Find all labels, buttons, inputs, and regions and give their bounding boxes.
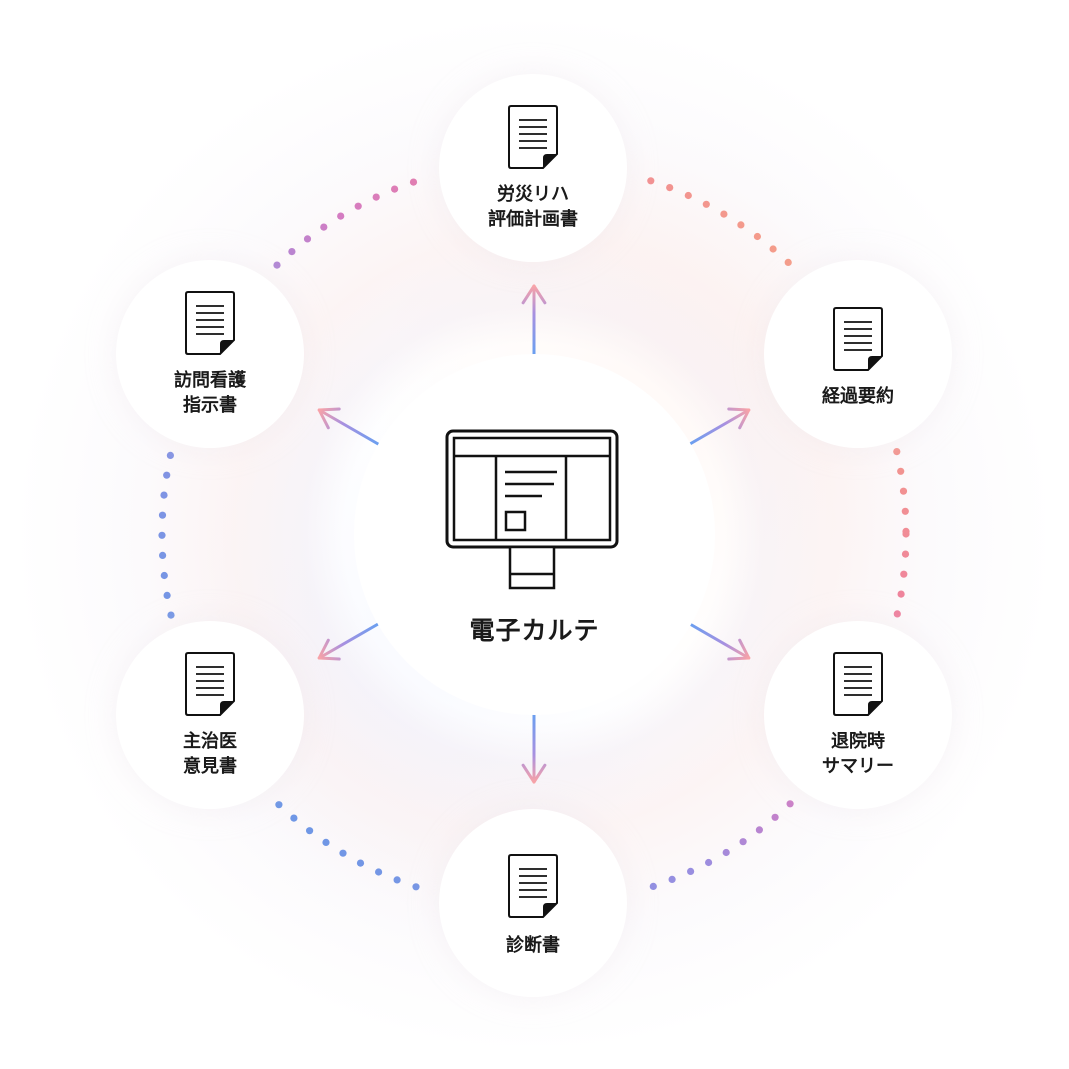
node-label-line: 評価計画書 bbox=[488, 209, 578, 230]
ring-dot bbox=[167, 611, 175, 619]
ring-dot bbox=[163, 591, 171, 600]
node-houmon: 訪問看護 指示書 bbox=[116, 260, 304, 448]
ring-dot bbox=[900, 570, 908, 578]
node-shujii: 主治医 意見書 bbox=[116, 621, 304, 809]
node-keika: 経過要約 bbox=[764, 260, 952, 448]
node-label-line: 退院時 bbox=[831, 731, 885, 752]
ring-dot bbox=[769, 245, 777, 253]
dotted-ring bbox=[158, 177, 910, 891]
ring-dot bbox=[901, 550, 910, 558]
ring-dot bbox=[786, 800, 794, 808]
ring-dot bbox=[303, 235, 312, 243]
ring-dot bbox=[158, 511, 167, 519]
ring-dot bbox=[647, 177, 655, 185]
node-label-houmon: 訪問看護 指示書 bbox=[116, 368, 304, 418]
node-label-line: 主治医 bbox=[183, 731, 237, 752]
document-icon bbox=[185, 652, 235, 716]
node-label-keika: 経過要約 bbox=[764, 384, 952, 409]
ring-dot bbox=[687, 867, 695, 876]
ring-dot bbox=[753, 232, 762, 241]
ring-dot bbox=[166, 451, 174, 459]
ring-dot bbox=[372, 193, 380, 201]
ring-dot bbox=[901, 507, 909, 515]
ring-dot bbox=[290, 814, 298, 822]
ring-dot bbox=[158, 531, 166, 539]
ring-dot bbox=[412, 883, 420, 891]
ring-dot bbox=[320, 223, 328, 231]
document-icon bbox=[833, 307, 883, 371]
ring-dot bbox=[897, 467, 905, 475]
node-label-shindan: 診断書 bbox=[439, 933, 627, 958]
ring-dot bbox=[322, 838, 330, 847]
ring-dot bbox=[893, 448, 901, 456]
ring-dot bbox=[897, 590, 905, 598]
arrow bbox=[688, 622, 751, 661]
ring-dot bbox=[668, 875, 676, 884]
node-label-line: 労災リハ bbox=[497, 184, 569, 205]
document-icon bbox=[508, 854, 558, 918]
ring-dot bbox=[337, 212, 345, 220]
ring-dot bbox=[705, 858, 713, 867]
ring-dot bbox=[159, 551, 167, 560]
arrow-group bbox=[317, 284, 751, 784]
ring-dot bbox=[755, 826, 764, 834]
monitor-icon bbox=[445, 429, 619, 590]
ring-dot bbox=[899, 487, 908, 495]
ring-dot bbox=[288, 248, 296, 256]
node-label-taiin: 退院時 サマリー bbox=[764, 729, 952, 779]
center-label: 電子カルテ bbox=[469, 616, 600, 645]
ring-dot bbox=[306, 827, 314, 835]
node-label-line: サマリー bbox=[822, 756, 894, 777]
ring-dot bbox=[160, 491, 168, 499]
node-rosai: 労災リハ 評価計画書 bbox=[439, 74, 627, 262]
ring-dot bbox=[784, 258, 792, 266]
node-label-line: 訪問看護 bbox=[174, 370, 246, 391]
node-label-rosai: 労災リハ 評価計画書 bbox=[439, 182, 627, 232]
ring-dot bbox=[771, 813, 779, 821]
document-icon bbox=[833, 652, 883, 716]
ring-dot bbox=[684, 191, 692, 200]
ring-dot bbox=[375, 868, 383, 876]
document-icon bbox=[185, 291, 235, 355]
ring-dot bbox=[356, 859, 365, 867]
ring-dot bbox=[893, 610, 901, 618]
ring-dot bbox=[737, 221, 745, 229]
ring-dot bbox=[722, 848, 730, 857]
ring-dot bbox=[273, 261, 281, 269]
center-hub: 電子カルテ bbox=[354, 354, 715, 715]
ring-dot bbox=[391, 185, 399, 193]
ring-dot bbox=[160, 571, 168, 580]
ring-dot bbox=[702, 200, 710, 208]
ring-dot bbox=[393, 876, 401, 884]
ring-dot bbox=[902, 527, 910, 536]
node-label-line: 意見書 bbox=[183, 756, 237, 777]
node-label-line: 経過要約 bbox=[822, 386, 894, 407]
ring-dot bbox=[354, 202, 362, 210]
arrow bbox=[317, 407, 380, 446]
ring-dot bbox=[275, 801, 283, 809]
ring-dot bbox=[739, 838, 747, 846]
ring-dot bbox=[649, 882, 657, 891]
arrow bbox=[521, 712, 547, 784]
node-taiin: 退院時 サマリー bbox=[764, 621, 952, 809]
ring-dot bbox=[339, 849, 347, 857]
ring-dot bbox=[720, 210, 728, 218]
document-icon bbox=[508, 105, 558, 169]
arrow bbox=[521, 284, 547, 356]
arrow bbox=[688, 407, 751, 446]
ring-dot bbox=[409, 178, 418, 186]
node-label-shujii: 主治医 意見書 bbox=[116, 729, 304, 779]
node-label-line: 指示書 bbox=[183, 395, 237, 416]
ring-dot bbox=[163, 471, 171, 479]
arrow bbox=[317, 622, 380, 661]
node-shindan: 診断書 bbox=[439, 809, 627, 997]
ring-dot bbox=[666, 184, 674, 192]
node-label-line: 診断書 bbox=[506, 935, 560, 956]
